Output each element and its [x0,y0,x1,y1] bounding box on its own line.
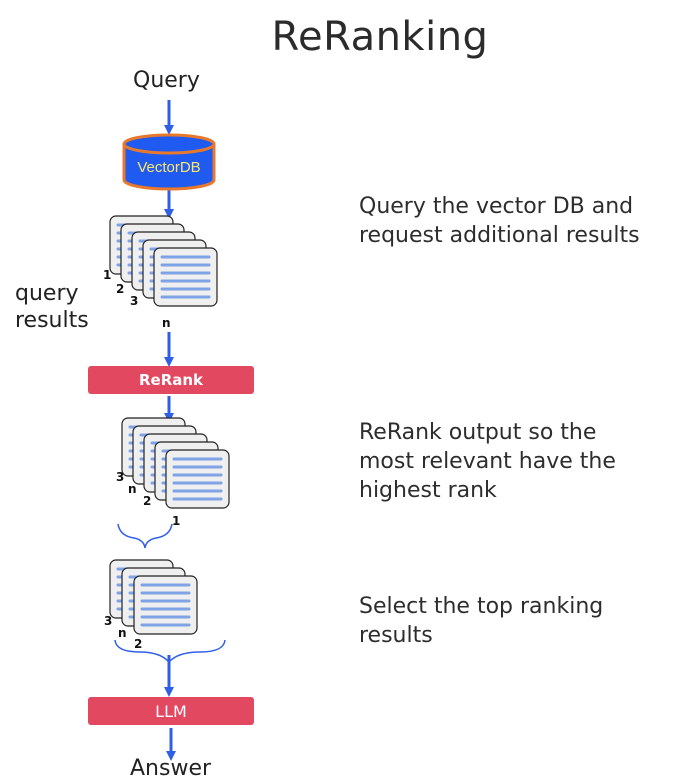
rank-num: 3 [104,614,113,628]
document-icon [133,575,198,635]
vectordb-label: VectorDB [137,159,200,176]
document-icon [153,247,218,307]
query-results-label: query results [15,281,89,333]
top-results-stack [109,559,198,635]
vectordb-cylinder [122,133,216,191]
query-results-stack [109,215,218,307]
brace-rerank [117,523,173,549]
rank-num: n [118,626,127,640]
brace-select [114,639,226,664]
rank-num: 1 [103,268,112,282]
query-label: Query [133,68,200,93]
rank-num: 1 [172,514,181,528]
rank-num: 2 [134,637,143,651]
reranked-results-stack [121,417,230,509]
rank-num: n [128,482,137,496]
rank-num: 3 [130,294,139,308]
rank-num: 3 [116,470,125,484]
rank-num: 2 [116,282,125,296]
rerank-box: ReRank [88,366,254,394]
step-description-select: Select the top ranking results [359,594,604,648]
step-description-rerank: ReRank output so the most relevant have … [359,420,616,503]
llm-box: LLM [88,697,254,725]
document-icon [165,449,230,509]
rank-num: 2 [143,494,152,508]
step-description-query: Query the vector DB and request addition… [359,194,640,248]
page-title: ReRanking [271,14,489,60]
rank-num: n [162,316,171,330]
